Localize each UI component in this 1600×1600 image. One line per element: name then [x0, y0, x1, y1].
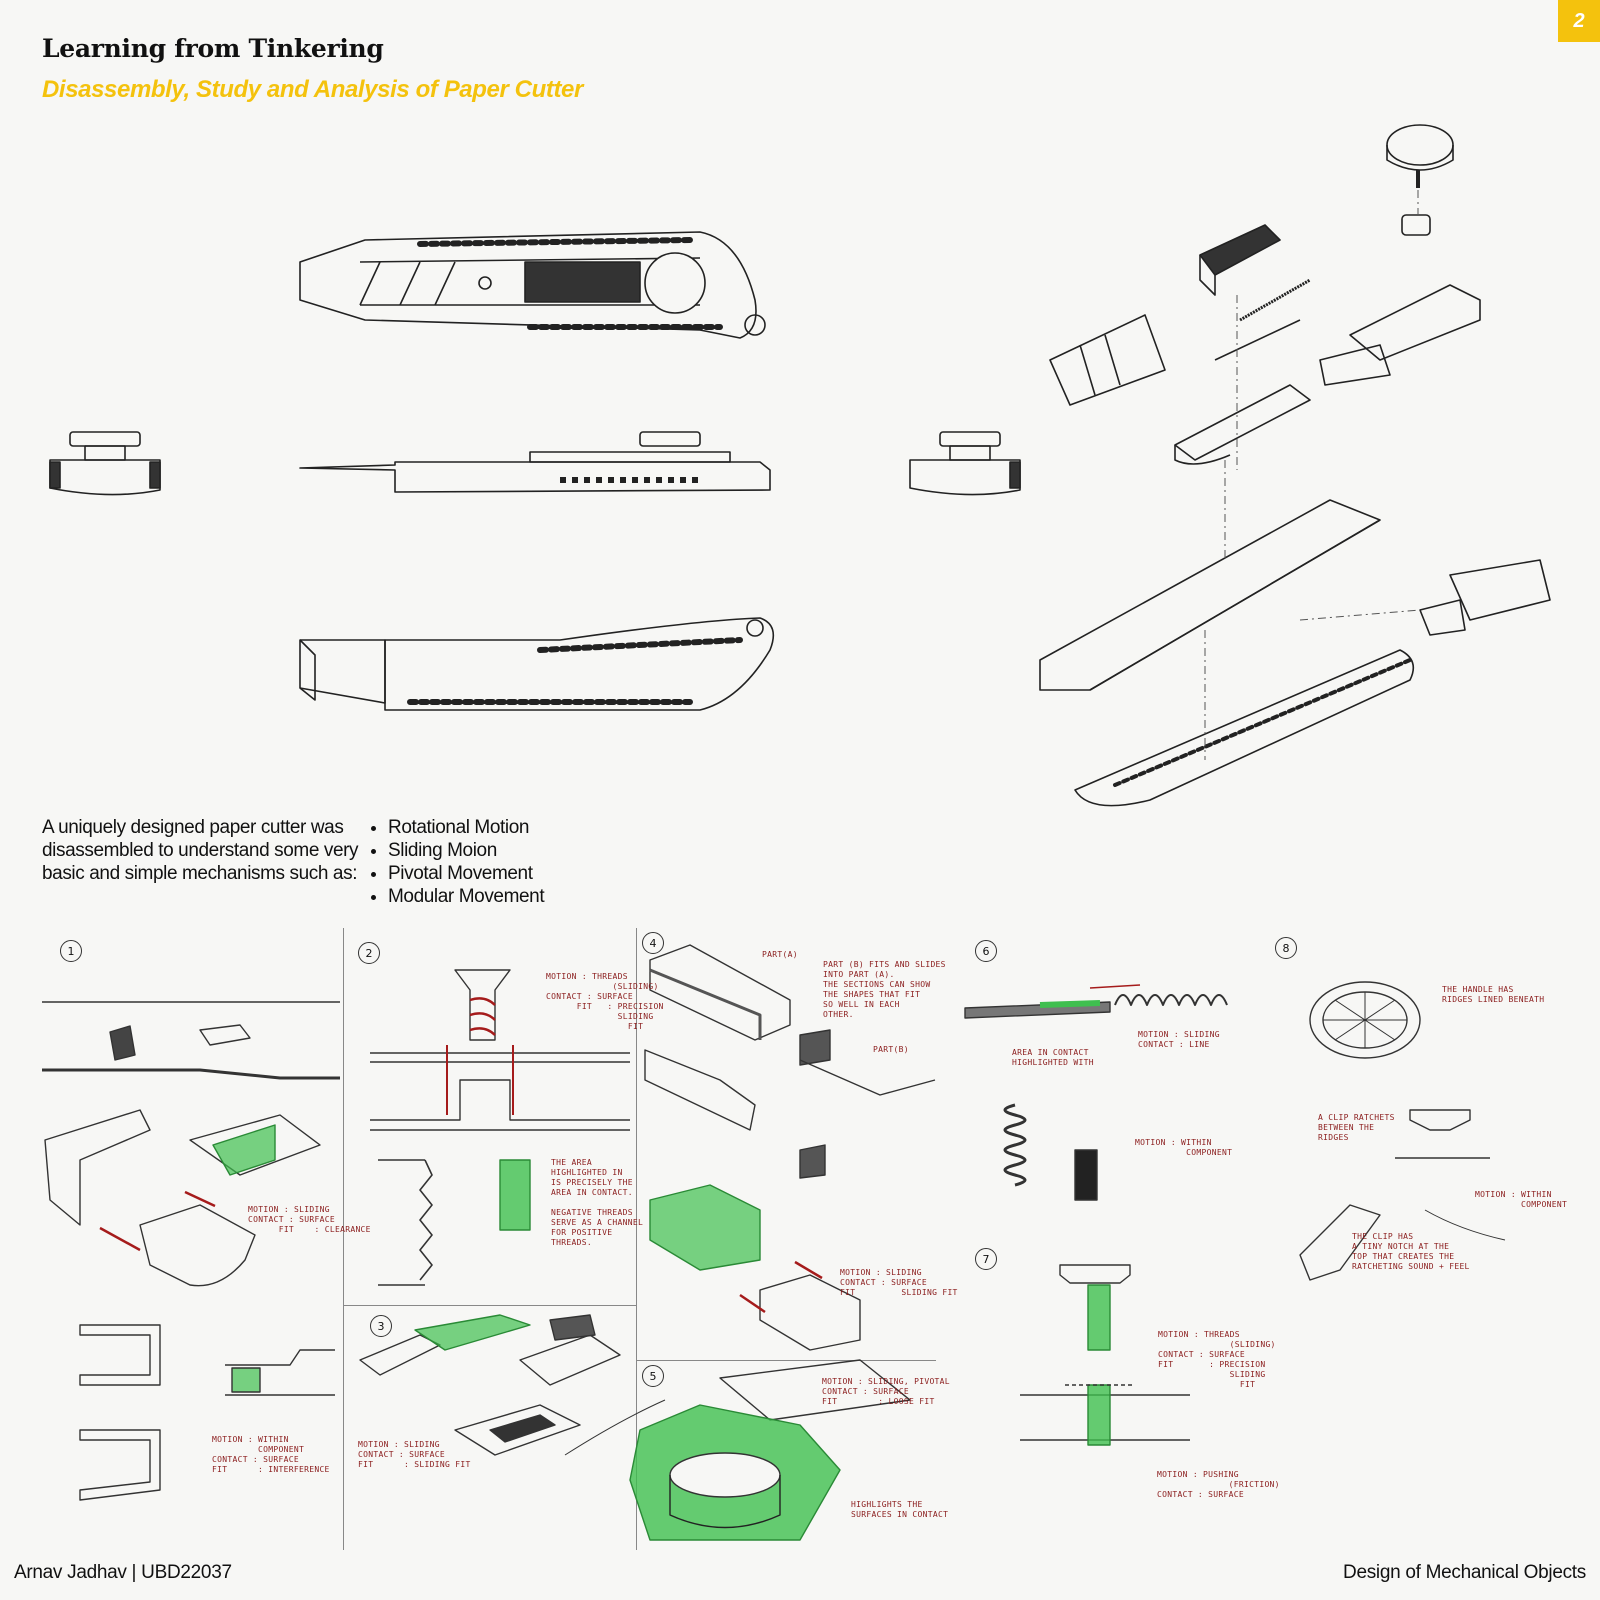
panel5-note-pivotal: MOTION : SLIDING, PIVOTAL CONTACT : SURF… — [822, 1377, 950, 1406]
cutter-bottom-view — [299, 617, 775, 711]
panel-number: 2 — [358, 942, 380, 964]
page-number-badge: 2 — [1558, 0, 1600, 42]
panel5-note-highlights: HIGHLIGHTS THE SURFACES IN CONTACT — [851, 1500, 949, 1519]
sketch-panel-3 — [359, 1314, 666, 1456]
mechanism-item: Pivotal Movement — [388, 862, 544, 885]
mechanism-item: Sliding Moion — [388, 839, 544, 862]
panel6-note-area: AREA IN CONTACT HIGHLIGHTED WITH — [1012, 1048, 1094, 1067]
panel3-note: MOTION : SLIDING CONTACT : SURFACE FIT :… — [358, 1440, 471, 1469]
panel1-note-sliding: MOTION : SLIDING CONTACT : SURFACE FIT :… — [248, 1205, 371, 1234]
sketch-panel-8 — [1299, 981, 1506, 1281]
page-subtitle: Disassembly, Study and Analysis of Paper… — [42, 76, 583, 103]
mechanism-item: Rotational Motion — [388, 816, 544, 839]
panel8-note-handle: THE HANDLE HAS RIDGES LINED BENEATH — [1442, 985, 1545, 1004]
sketch-panel-4 — [644, 944, 936, 1351]
sketch-panel-2 — [370, 969, 630, 1286]
sketch-panel-5 — [629, 1359, 911, 1541]
panel7-note-threads: MOTION : THREADS (SLIDING) CONTACT : SUR… — [1158, 1330, 1276, 1389]
intro-paragraph: A uniquely designed paper cutter was dis… — [42, 817, 359, 884]
panel-number: 1 — [60, 940, 82, 962]
panel6-note-within: MOTION : WITHIN COMPONENT — [1135, 1138, 1233, 1157]
panel2-note-threads: MOTION : THREADS (SLIDING) CONTACT : SUR… — [546, 972, 664, 1031]
panel8-note-notch: THE CLIP HAS A TINY NOTCH AT THE TOP THA… — [1352, 1232, 1470, 1271]
panel4-note-fit: PART (B) FITS AND SLIDES INTO PART (A). … — [823, 960, 946, 1019]
cutter-top-view — [299, 231, 766, 339]
panel4-part-b: PART(B) — [873, 1045, 909, 1054]
panel-number: 6 — [975, 940, 997, 962]
sketch-panel-1 — [42, 1001, 340, 1501]
sketch-panel-7 — [1020, 1264, 1190, 1446]
panel-number: 4 — [642, 932, 664, 954]
panel-divider — [636, 928, 637, 1550]
sketch-panel-6 — [964, 984, 1228, 1201]
panel7-note-pushing: MOTION : PUSHING (FRICTION) CONTACT : SU… — [1157, 1470, 1280, 1499]
panel1-note-within: MOTION : WITHIN COMPONENT CONTACT : SURF… — [212, 1435, 330, 1474]
panel-number: 8 — [1275, 937, 1297, 959]
panel-number: 3 — [370, 1315, 392, 1337]
panel8-note-within: MOTION : WITHIN COMPONENT — [1475, 1190, 1568, 1209]
mechanism-list: Rotational Motion Sliding Moion Pivotal … — [368, 816, 545, 908]
panel2-note-area: THE AREA HIGHLIGHTED IN IS PRECISELY THE… — [551, 1158, 644, 1247]
mechanism-item: Modular Movement — [388, 885, 545, 908]
panel4-note-sliding: MOTION : SLIDING CONTACT : SURFACE FIT S… — [840, 1268, 958, 1297]
course-name: Design of Mechanical Objects — [1343, 1562, 1586, 1583]
panel-divider — [636, 1360, 936, 1361]
panel-divider — [343, 928, 344, 1550]
panel-number: 7 — [975, 1248, 997, 1270]
page-title: Learning from Tinkering — [42, 34, 384, 63]
author-credit: Arnav Jadhav | UBD22037 — [14, 1562, 232, 1583]
panel6-note-sliding: MOTION : SLIDING CONTACT : LINE — [1138, 1030, 1220, 1049]
exploded-view — [1039, 124, 1551, 807]
panel-number: 5 — [642, 1365, 664, 1387]
panel4-part-a: PART(A) — [762, 950, 798, 959]
cutter-end-views — [49, 431, 1021, 496]
panel-divider — [343, 1305, 636, 1306]
cutter-side-view — [299, 431, 771, 493]
panel8-note-clip: A CLIP RATCHETS BETWEEN THE RIDGES — [1318, 1113, 1395, 1142]
